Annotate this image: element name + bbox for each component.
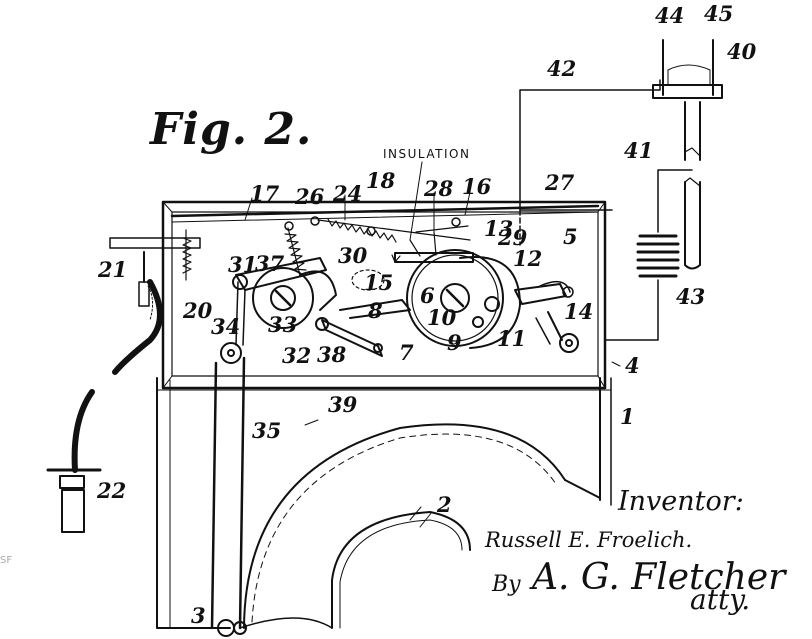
part-label-35: 35	[252, 420, 281, 441]
part-label-18: 18	[366, 170, 395, 191]
part-label-34: 34	[211, 316, 240, 337]
spring-24	[318, 219, 470, 242]
attorney-label: atty.	[690, 586, 750, 614]
part-label-39: 39	[328, 394, 357, 415]
part-label-31: 31	[228, 254, 257, 275]
part-label-44: 44	[655, 5, 684, 26]
inventor-label: Inventor:	[618, 488, 744, 515]
part-label-9: 9	[447, 332, 462, 353]
part-label-41: 41	[624, 140, 653, 161]
part-label-43: 43	[676, 286, 705, 307]
part-label-21: 21	[98, 259, 127, 280]
corner-mark: SF	[0, 556, 12, 566]
part-label-15: 15	[364, 272, 393, 293]
figure-title: Fig. 2.	[150, 108, 312, 152]
part-label-24: 24	[333, 183, 362, 204]
part-label-33: 33	[268, 314, 297, 335]
part-label-29: 29	[498, 227, 527, 248]
part-label-28: 28	[424, 178, 453, 199]
part-label-10: 10	[427, 307, 456, 328]
insulation-label: INSULATION	[383, 148, 470, 160]
part-label-40: 40	[727, 41, 756, 62]
part-label-5: 5	[563, 226, 578, 247]
part-label-20: 20	[183, 300, 212, 321]
tube-40	[653, 40, 722, 269]
inventor-name: Russell E. Froelich.	[485, 530, 692, 551]
part-label-1: 1	[620, 406, 635, 427]
part-label-8: 8	[368, 300, 383, 321]
mechanism-plate	[163, 202, 605, 388]
part-label-30: 30	[338, 245, 367, 266]
part-label-3: 3	[191, 605, 206, 626]
part-label-11: 11	[497, 328, 526, 349]
part-label-26: 26	[295, 186, 324, 207]
part-label-12: 12	[513, 248, 542, 269]
part-label-17: 17	[250, 183, 279, 204]
part-label-22: 22	[97, 480, 126, 501]
part-label-42: 42	[547, 58, 576, 79]
part-label-27: 27	[545, 172, 574, 193]
part-label-16: 16	[462, 176, 491, 197]
part-label-6: 6	[420, 285, 435, 306]
part-label-37: 37	[255, 253, 284, 274]
part-label-14: 14	[564, 301, 593, 322]
part-label-7: 7	[399, 342, 414, 363]
nozzle-22	[48, 392, 100, 532]
part-label-38: 38	[317, 344, 346, 365]
part-label-2: 2	[437, 494, 452, 515]
part-label-4: 4	[625, 355, 640, 376]
arm-35	[212, 358, 246, 636]
part-label-32: 32	[282, 345, 311, 366]
by-label: By	[492, 574, 521, 596]
part-label-45: 45	[704, 3, 733, 24]
coil-43	[638, 236, 678, 276]
pivot-34	[221, 343, 241, 363]
